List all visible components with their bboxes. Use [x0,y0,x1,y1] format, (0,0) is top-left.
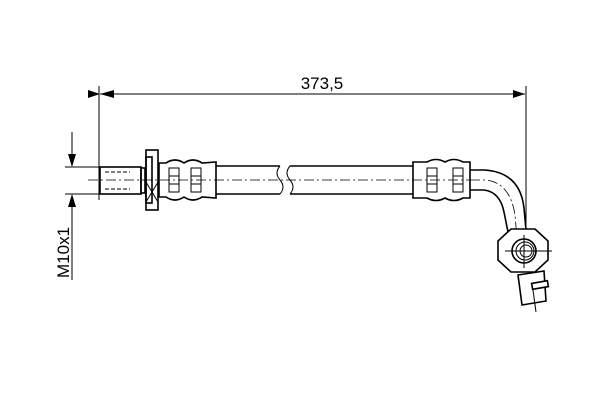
length-label: 373,5 [301,74,344,93]
thread-dimension: M10x1 [54,132,100,280]
arrow-down-icon [68,154,76,167]
arrow-left-icon [100,90,114,98]
right-banjo-fitting [470,169,552,313]
arrow-up-icon [68,194,76,207]
thread-label: M10x1 [54,227,73,278]
hose [216,165,413,195]
right-crimp-sleeve [412,158,471,202]
length-dimension: 373,5 [88,74,527,255]
left-crimp-sleeve [158,159,217,201]
left-fitting [99,149,159,211]
